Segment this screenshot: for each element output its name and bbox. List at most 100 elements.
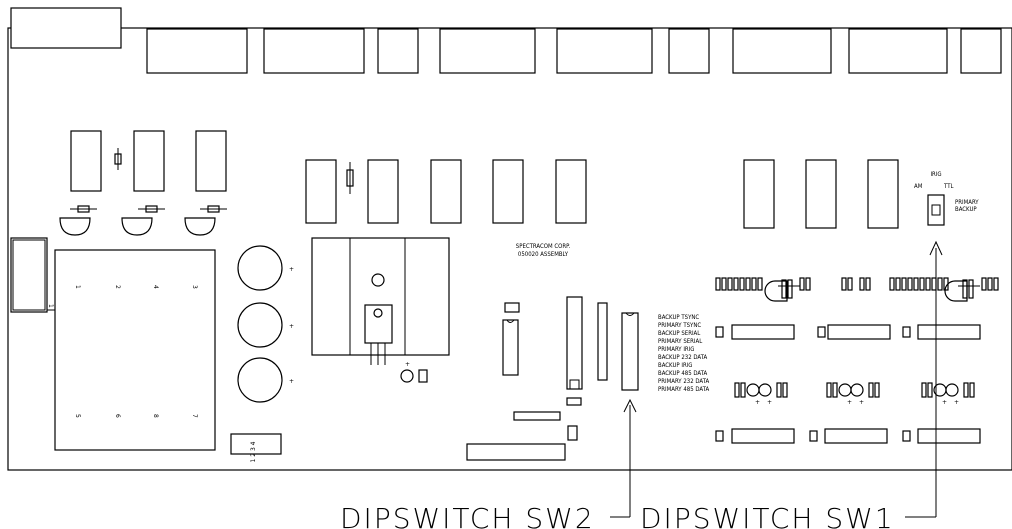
- resistor: [937, 277, 943, 291]
- resistor: [913, 277, 919, 291]
- led-plus: +: [767, 399, 772, 406]
- resistor: [734, 382, 740, 398]
- resistor: [919, 277, 925, 291]
- top-connector-3: [377, 28, 419, 74]
- pin-label: 1: [47, 304, 54, 308]
- resistor: [740, 382, 746, 398]
- resistor: [969, 382, 975, 398]
- top-connector-6: [668, 28, 710, 74]
- resistor: [841, 277, 847, 291]
- resistor: [921, 382, 927, 398]
- pin-label: 4: [152, 285, 159, 289]
- top-connector-8: [848, 28, 948, 74]
- ic-small: [502, 319, 519, 376]
- small-connector-pins: 1 2 3 4: [250, 441, 257, 462]
- pin-label: 5: [74, 414, 81, 418]
- irig-jumper: [927, 194, 945, 226]
- component-array-row: [715, 277, 999, 302]
- led-plus: +: [755, 399, 760, 406]
- transformer-body: [54, 249, 216, 451]
- half-round-2: [121, 217, 153, 236]
- capacitor-plus: +: [405, 361, 410, 368]
- irig-backup: BACKUP: [955, 206, 977, 213]
- resistor: [727, 277, 733, 291]
- transformer-side: [10, 237, 48, 313]
- led: [838, 383, 852, 397]
- resistor: [889, 277, 895, 291]
- resistor: [751, 277, 757, 291]
- capacitor-3: [237, 357, 283, 403]
- legend-line: BACKUP TSYNC: [658, 314, 699, 321]
- irig-primary: PRIMARY: [955, 199, 979, 206]
- header-strip: [597, 302, 608, 381]
- resistor: [968, 279, 974, 299]
- resistor: [745, 277, 751, 291]
- led-clusters: ++++++: [734, 382, 975, 406]
- callout-sw2: DIPSWITCH SW2: [340, 502, 595, 529]
- led: [758, 383, 772, 397]
- top-connectors: [146, 28, 1002, 74]
- heatsink-block: [311, 237, 450, 383]
- pin-label: 2: [114, 285, 121, 289]
- resistor: [826, 382, 832, 398]
- ic-large: [566, 296, 583, 390]
- legend-line: PRIMARY SERIAL: [658, 338, 702, 345]
- resistor: [781, 279, 787, 299]
- resistor: [787, 279, 793, 299]
- pin-label: 8: [152, 414, 159, 418]
- relay-3: [195, 130, 227, 192]
- capacitor-2: [237, 302, 283, 348]
- pin-label: 1: [74, 285, 81, 289]
- board-outline: [7, 27, 1012, 471]
- pin-label: 6: [114, 414, 121, 418]
- resistor: [987, 277, 993, 291]
- resistor: [901, 277, 907, 291]
- callout-sw1-line: [905, 240, 943, 518]
- legend-line: BACKUP 485 DATA: [658, 370, 707, 377]
- legend-line: BACKUP IRIG: [658, 362, 692, 369]
- irig-ttl: TTL: [943, 183, 954, 190]
- legend-line: BACKUP SERIAL: [658, 330, 700, 337]
- capacitor-plus: +: [289, 323, 294, 330]
- dipswitch-sw2: [621, 312, 639, 391]
- resistor: [895, 277, 901, 291]
- dipswitch-legend: BACKUP TSYNC PRIMARY TSYNC BACKUP SERIAL…: [658, 314, 709, 393]
- led-plus: +: [859, 399, 864, 406]
- resistor: [993, 277, 999, 291]
- resistor: [962, 279, 968, 299]
- led-plus: +: [954, 399, 959, 406]
- top-connector-7: [732, 28, 832, 74]
- top-connector-1: [146, 28, 248, 74]
- led: [850, 383, 864, 397]
- resistor: [874, 382, 880, 398]
- resistor: [925, 277, 931, 291]
- resistor: [715, 277, 721, 291]
- relay-1: [70, 130, 102, 192]
- resistor: [832, 382, 838, 398]
- resistor: [847, 277, 853, 291]
- capacitors: [237, 245, 283, 403]
- capacitor-1: [237, 245, 283, 291]
- center-ics: [230, 296, 639, 461]
- resistor: [931, 277, 937, 291]
- half-round-3: [184, 217, 216, 236]
- irig-title: IRIG: [930, 171, 941, 178]
- legend-line: PRIMARY 485 DATA: [658, 386, 709, 393]
- pin-label: 3: [191, 285, 198, 289]
- right-ic-rows: [715, 324, 981, 444]
- voltage-regulator: [364, 304, 393, 344]
- top-connector-4: [439, 28, 536, 74]
- top-connector-2: [263, 28, 365, 74]
- half-round-1: [59, 217, 91, 236]
- capacitor-plus: +: [289, 378, 294, 385]
- led: [945, 383, 959, 397]
- small-connector: [230, 433, 282, 455]
- transistor: [944, 280, 968, 302]
- resistor: [776, 382, 782, 398]
- left-relays: [59, 130, 227, 236]
- resistor: [963, 382, 969, 398]
- capacitor-plus: +: [289, 266, 294, 273]
- led-plus: +: [847, 399, 852, 406]
- resistor: [805, 277, 811, 291]
